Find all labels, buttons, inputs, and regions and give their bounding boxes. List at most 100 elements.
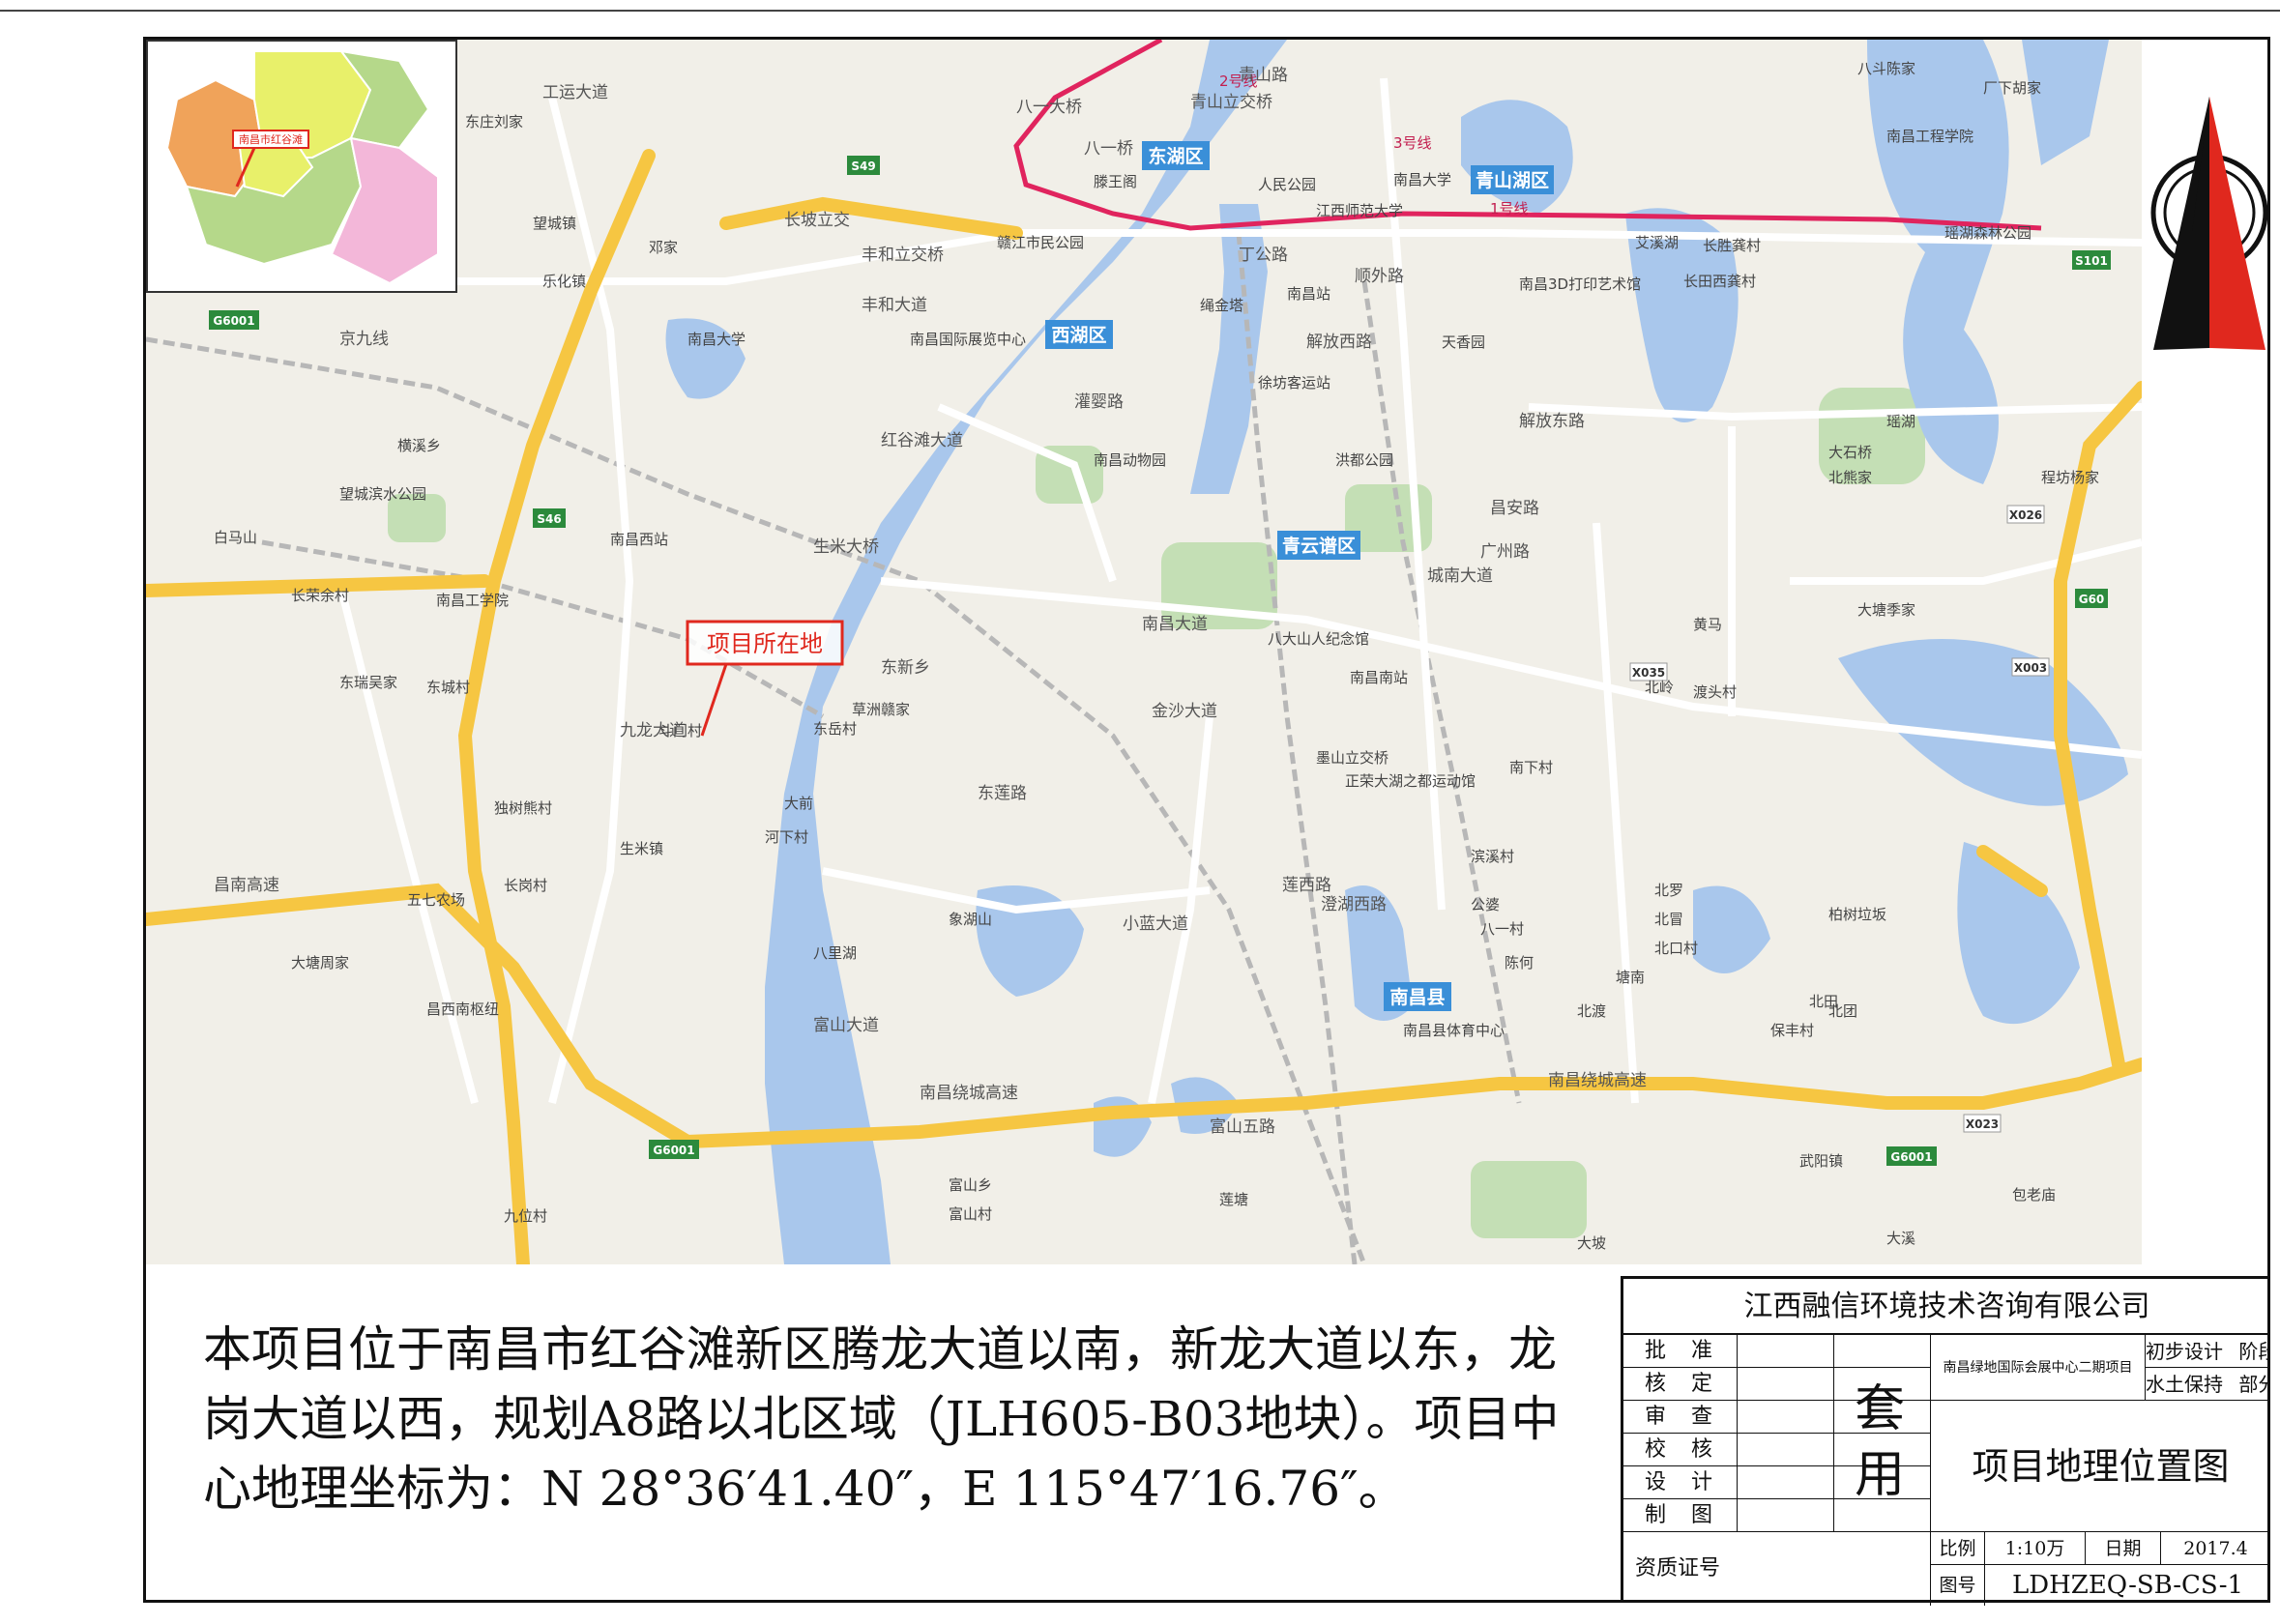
railways (146, 232, 1522, 1264)
shield (2072, 250, 2111, 270)
role-draw: 制图 (1623, 1499, 1738, 1532)
place-label: 富山乡 (949, 1176, 992, 1194)
street-label: 八一桥 (1084, 139, 1133, 159)
inset-pointer (235, 147, 256, 188)
street-label: 顺外路 (1355, 267, 1404, 286)
stamp-char: 用 (1854, 1446, 1905, 1504)
role-check: 校核 (1623, 1434, 1738, 1466)
scale-label: 比例 (1931, 1532, 1985, 1565)
place-label: 东城村 (426, 679, 470, 696)
place-label: 南昌工程学院 (1886, 128, 1973, 145)
project-label: 项目所在地 (707, 630, 823, 657)
place-label: 五七农场 (407, 891, 465, 909)
street-label: 城南大道 (1427, 566, 1493, 586)
place-label: 南昌国际展览中心 (910, 331, 1026, 348)
place-label: 徐坊客运站 (1258, 374, 1330, 392)
major-roads (146, 149, 2142, 1264)
minor-road (1380, 77, 1446, 911)
street-label: 工运大道 (542, 83, 608, 102)
place-label: 大塘季家 (1857, 601, 1915, 619)
district-label: 西湖区 (1051, 325, 1106, 346)
street-label: 东莲路 (978, 784, 1027, 803)
green-area (1471, 1161, 1587, 1238)
railway-line (261, 539, 825, 719)
street-label: 解放东路 (1519, 412, 1585, 431)
place-label: 洪都公园 (1335, 451, 1393, 469)
place-label: 滕王阁 (1094, 173, 1137, 190)
design-part: 水土保持 部分 (2146, 1368, 2270, 1401)
project-marker[interactable]: 项目所在地 (686, 620, 844, 737)
street-label: 莲西路 (1282, 876, 1331, 895)
place-label: 八一村 (1480, 920, 1524, 938)
lake-bali (976, 885, 1084, 997)
district-label: 青山湖区 (1476, 170, 1549, 191)
place-label: 望城滨水公园 (339, 485, 426, 503)
shield (1629, 662, 1668, 682)
place-label: 大石桥 (1828, 444, 1872, 461)
place-label: 南昌西站 (610, 531, 668, 548)
place-label: 南昌工学院 (436, 592, 509, 609)
place-label: 南昌动物园 (1094, 451, 1166, 469)
place-label: 北冒 (1654, 911, 1683, 928)
shield (1963, 1114, 2002, 1133)
street-label: 富山五路 (1210, 1117, 1275, 1137)
street-label: 丰和立交桥 (862, 246, 944, 265)
street-label: 广州路 (1480, 542, 1530, 562)
place-label: 塘南 (1616, 969, 1645, 986)
minor-road (336, 580, 479, 1105)
shield-label: G6001 (213, 314, 254, 328)
place-label: 独树熊村 (494, 799, 552, 817)
place-label: 北团 (1828, 1002, 1857, 1020)
district-badge (1045, 320, 1113, 349)
lake-aixi (1625, 208, 1739, 422)
shield (209, 310, 259, 330)
certificate-label: 资质证号 (1623, 1532, 1931, 1606)
drawing-title: 项目地理位置图 (1931, 1401, 2270, 1532)
place-label: 南昌站 (1287, 285, 1330, 303)
place-label: 厂下胡家 (1983, 79, 2041, 97)
shield (1886, 1146, 1937, 1166)
date-label: 日期 (2086, 1532, 2161, 1565)
street-label: 丁公路 (1239, 246, 1288, 265)
place-label: 北岭 (1645, 679, 1674, 696)
street-label: 青山立交桥 (1190, 93, 1272, 112)
changpo-road (719, 196, 1023, 240)
shield-label: G6001 (653, 1144, 694, 1157)
place-label: 公婆 (1471, 896, 1500, 914)
highway-shields: G6001 S49 S46 G60 S101 X035 X026 X003 X0… (209, 156, 2111, 1166)
railway-line (1361, 280, 1522, 1104)
shield-label: S49 (851, 160, 875, 173)
project-label-box (686, 620, 844, 666)
location-map[interactable]: 东湖区 青山湖区 西湖区 青云谱区 南昌县 G6001 S49 S46 G60 … (146, 40, 2142, 1264)
place-label: 白马山 (214, 529, 257, 546)
expressway-g70 (2054, 381, 2142, 1071)
west-road (146, 574, 491, 597)
minor-road (880, 577, 2142, 759)
shield-label: X023 (1966, 1117, 1999, 1131)
street-label: 昌安路 (1490, 499, 1539, 518)
place-label: 北口村 (1654, 940, 1698, 957)
railway-line (146, 336, 1367, 1264)
district-label: 南昌县 (1389, 987, 1445, 1008)
company-name: 江西融信环境技术咨询有限公司 (1623, 1279, 2270, 1335)
place-label: 滨溪村 (1471, 848, 1514, 865)
place-label: 长荣余村 (291, 587, 349, 604)
shield (2075, 589, 2108, 608)
type-value: 水土保持 (2146, 1373, 2223, 1396)
lake-southeast-2 (1693, 885, 1770, 973)
signature-cell (1834, 1401, 1931, 1434)
place-label: 九位村 (504, 1207, 547, 1225)
street-label: 南昌大道 (1142, 615, 1208, 634)
ring-expressway (146, 883, 2142, 1149)
railway-line (1236, 232, 1358, 1264)
signature-cell (1834, 1335, 1931, 1368)
place-label: 陈何 (1505, 954, 1534, 972)
stage-value: 初步设计 (2146, 1340, 2223, 1363)
role-design: 设计 (1623, 1466, 1738, 1499)
place-label: 包老庙 (2012, 1186, 2056, 1204)
minor-road (937, 403, 1117, 583)
shield-label: S101 (2075, 254, 2108, 268)
inset-label-box (232, 130, 309, 149)
place-label: 斗门村 (658, 722, 702, 740)
place-label: 正荣大湖之都运动馆 (1345, 772, 1476, 790)
